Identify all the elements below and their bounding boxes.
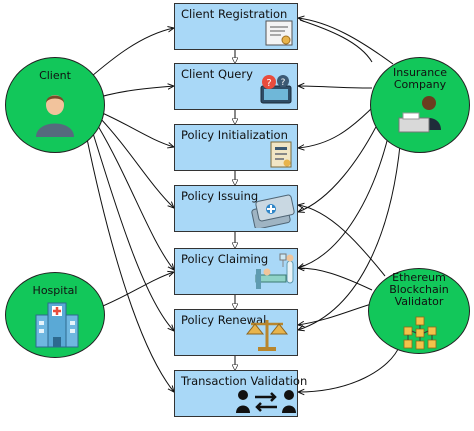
box-label: Transaction Validation <box>181 374 308 388</box>
client-link <box>85 133 174 392</box>
validator-link <box>298 205 386 277</box>
insurance-company-actor[interactable]: Insurance Company <box>370 57 470 153</box>
box-label: Policy Claiming <box>181 252 269 266</box>
actor-label: Ethereum <box>392 271 446 284</box>
validator-link <box>298 268 373 291</box>
scales-icon <box>245 320 289 351</box>
insurance-link <box>298 114 383 212</box>
help-desk-icon: ? ? <box>260 75 292 104</box>
policy-initialization-box[interactable]: Policy Initialization <box>174 124 298 171</box>
policy-renewal-box[interactable]: Policy Renewal <box>174 309 298 356</box>
client-link <box>91 129 174 331</box>
certificate-icon <box>265 20 293 46</box>
hospital-building-icon <box>35 302 79 348</box>
insurance-link <box>299 19 373 63</box>
policy-claiming-box[interactable]: Policy Claiming <box>174 248 298 295</box>
actor-label: Company <box>393 78 447 91</box>
box-label: Client Query <box>181 67 253 81</box>
box-label: Policy Issuing <box>181 189 259 203</box>
hospital-link <box>97 272 174 309</box>
actor-label: Hospital <box>32 284 78 297</box>
exchange-users-icon <box>236 390 296 413</box>
svg-text:?: ? <box>266 78 271 89</box>
client-registration-box[interactable]: Client Registration <box>174 3 298 50</box>
blockchain-validator-actor[interactable]: Ethereum Blockchain Validator <box>368 268 470 354</box>
actor-label: Insurance <box>393 66 447 79</box>
insurance-link <box>298 18 394 65</box>
actor-label: Validator <box>394 295 444 308</box>
svg-text:?: ? <box>281 78 286 88</box>
office-worker-icon <box>398 96 441 133</box>
hospital-actor[interactable]: Hospital <box>5 272 105 358</box>
blockchain-cubes-icon <box>403 316 437 350</box>
box-label: Policy Initialization <box>181 128 288 142</box>
insurance-link <box>298 104 376 148</box>
box-label: Policy Renewal <box>181 313 267 327</box>
actor-label: Client <box>39 69 71 82</box>
insurance-link <box>298 86 373 88</box>
insurance-card-icon <box>251 194 295 228</box>
hospital-bed-icon <box>255 253 294 289</box>
client-link <box>99 117 174 208</box>
client-link <box>99 111 174 147</box>
policy-issuing-box[interactable]: Policy Issuing <box>174 185 298 232</box>
client-link <box>97 125 174 270</box>
validator-link <box>298 344 401 392</box>
document-icon <box>270 141 292 168</box>
person-icon <box>36 95 74 137</box>
actor-label: Blockchain <box>389 283 449 296</box>
insurance-link <box>298 119 393 268</box>
client-query-box[interactable]: Client Query ? ? <box>174 63 298 110</box>
box-label: Client Registration <box>181 7 288 21</box>
client-actor[interactable]: Client <box>5 57 105 153</box>
transaction-validation-box[interactable]: Transaction Validation <box>174 370 307 417</box>
